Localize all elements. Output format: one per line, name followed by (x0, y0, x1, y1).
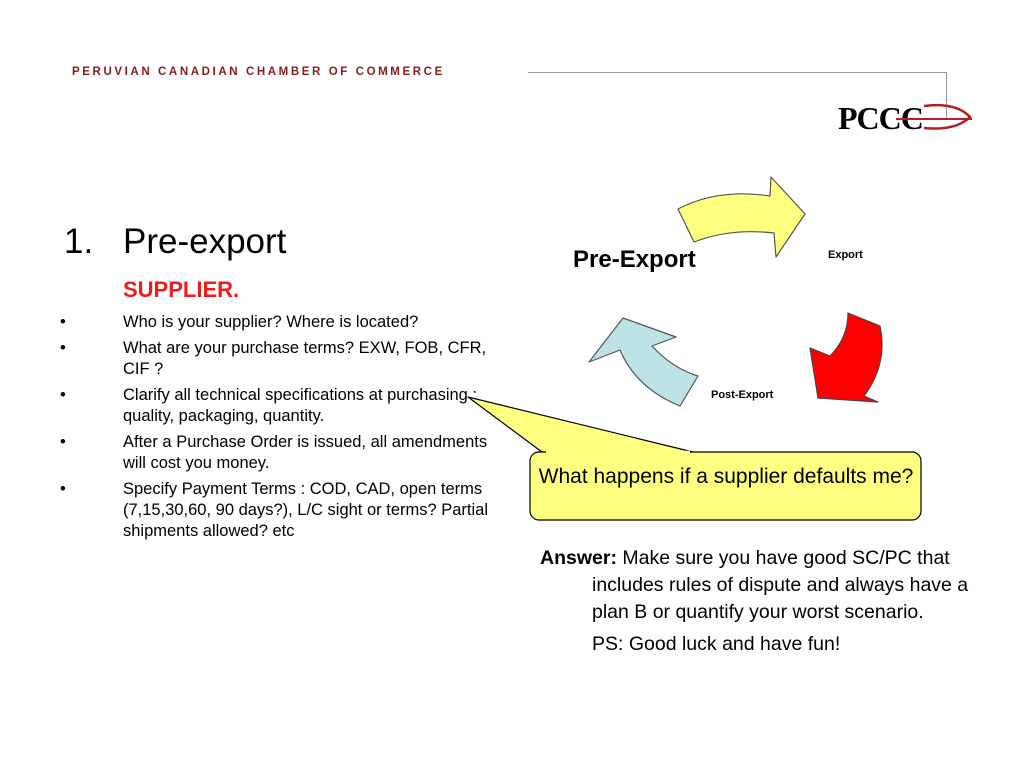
bullet-text: What are your purchase terms? EXW, FOB, … (123, 339, 487, 378)
bullet-item: • Specify Payment Terms : COD, CAD, open … (60, 479, 492, 542)
logo-text: PCCC (838, 100, 923, 134)
bullet-list: • Who is your supplier? Where is located?… (60, 312, 492, 547)
bullet-item: • After a Purchase Order is issued, all a… (60, 432, 492, 474)
answer-ps: PS: Good luck and have fun! (592, 633, 841, 655)
export-arrow (677, 176, 806, 258)
pccc-logo: PCCC (836, 100, 976, 136)
callout-question: What happens if a supplier defaults me? (538, 465, 914, 488)
section-title: Pre-export (123, 222, 287, 261)
bullet-item: • What are your purchase terms? EXW, FOB,… (60, 338, 492, 380)
bullet-dot: • (60, 433, 66, 451)
callout-bubble (467, 396, 922, 521)
bullet-text: After a Purchase Order is issued, all am… (123, 433, 488, 472)
post-export-label: Post-Export (711, 389, 774, 401)
answer-text: Make sure you have good SC/PC that inclu… (592, 547, 969, 623)
bullet-dot: • (60, 480, 66, 498)
bullet-text: Who is your supplier? Where is located? (123, 313, 419, 331)
bullet-item: • Clarify all technical specifications at… (60, 385, 492, 427)
header-rule (528, 72, 946, 73)
answer-label: Answer: (540, 547, 617, 569)
answer-block: Answer: Make sure you have good SC/PC th… (540, 545, 980, 658)
section-subtitle: SUPPLIER. (123, 277, 240, 302)
answer-paragraph: Answer: Make sure you have good SC/PC th… (540, 545, 980, 626)
bullet-dot: • (60, 339, 66, 357)
bullet-text: Specify Payment Terms : COD, CAD, open t… (123, 480, 489, 540)
pre-export-label: Pre-Export (573, 246, 696, 273)
post-export-arrow (809, 312, 883, 403)
bullet-dot: • (60, 386, 66, 404)
header-rule-vertical (946, 72, 947, 120)
cycle-diagram (588, 176, 883, 407)
organization-name: PERUVIAN CANADIAN CHAMBER OF COMMERCE (72, 66, 445, 78)
export-label: Export (828, 249, 863, 261)
section-number: 1. (64, 222, 94, 261)
bullet-dot: • (60, 313, 66, 331)
bullet-item: • Who is your supplier? Where is located? (60, 312, 492, 333)
bullet-text: Clarify all technical specifications at … (123, 386, 478, 425)
pre-export-arrow (588, 317, 699, 407)
